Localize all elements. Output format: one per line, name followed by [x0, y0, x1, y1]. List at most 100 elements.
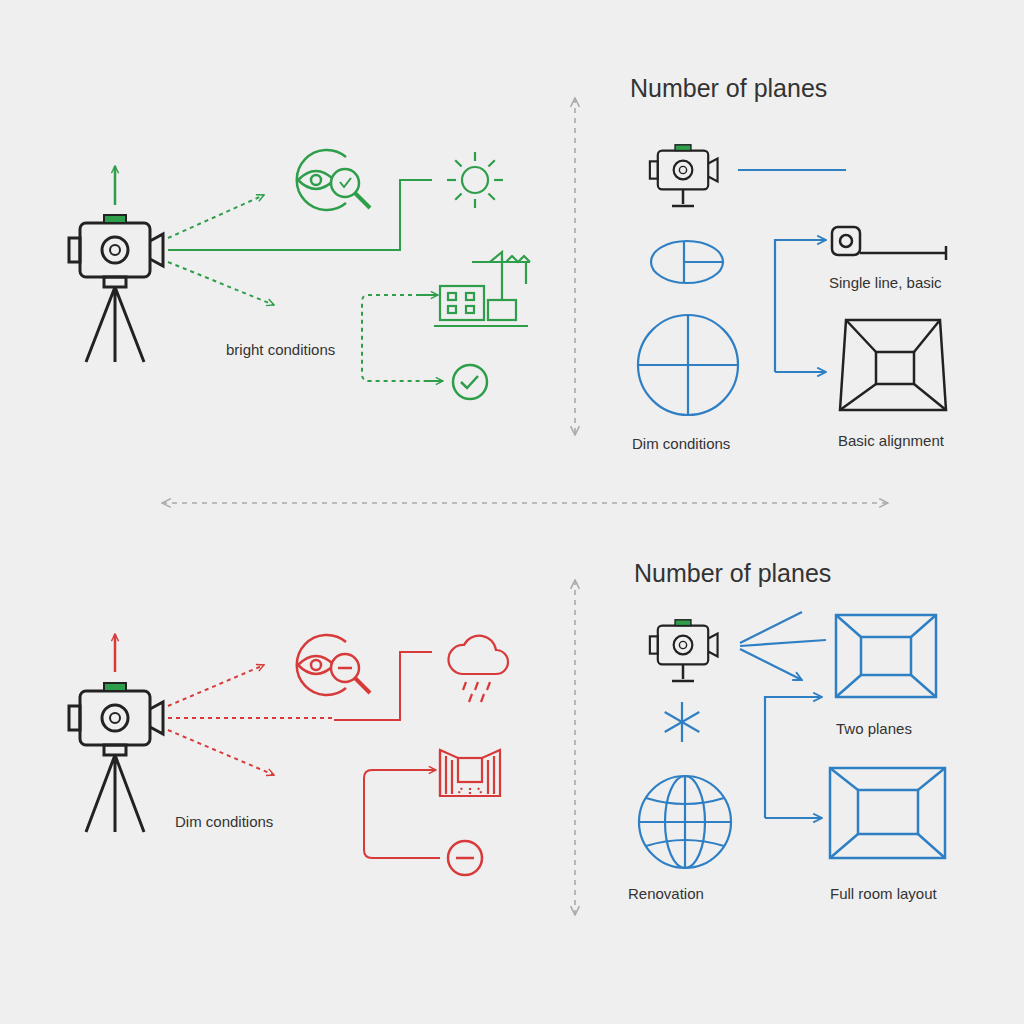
construction-site-icon — [448, 293, 456, 300]
sun-icon — [488, 160, 494, 166]
room-icon — [440, 750, 500, 796]
tape-measure-icon — [840, 235, 852, 247]
tape-measure-icon — [860, 252, 946, 255]
branch-arrow — [775, 240, 826, 372]
fan-beams — [740, 649, 802, 680]
room-icon — [440, 750, 500, 796]
separator — [162, 502, 888, 504]
check-icon — [453, 365, 487, 399]
eye-magnifier-icon — [338, 667, 352, 670]
check-icon — [461, 376, 478, 388]
cross-line-symbol — [638, 315, 738, 415]
item-label: Renovation — [628, 885, 704, 903]
globe-symbol — [639, 776, 731, 868]
construction-site-icon — [434, 325, 528, 327]
laser-level-small — [650, 620, 718, 665]
globe-symbol — [639, 776, 731, 868]
fan-beams — [740, 640, 826, 646]
separator — [574, 98, 576, 435]
construction-site-icon — [488, 300, 516, 320]
rain-cloud-icon — [448, 636, 508, 702]
branch-arrow — [765, 697, 822, 818]
room-frame — [830, 768, 945, 858]
laser-level-small — [672, 190, 694, 206]
two-plane-frame — [836, 615, 936, 697]
globe-symbol — [646, 798, 724, 846]
eye-magnifier-icon — [297, 150, 370, 210]
branch-arrow — [765, 817, 822, 819]
tape-measure-icon — [832, 227, 946, 260]
minus-icon — [448, 841, 482, 875]
up-arrow — [114, 634, 117, 672]
sun-icon — [474, 152, 476, 161]
eye-magnifier-icon — [355, 678, 370, 693]
single-line-symbol — [651, 241, 723, 283]
construction-site-icon — [434, 252, 530, 326]
fan-beams — [740, 612, 826, 680]
eye-magnifier-icon — [340, 178, 351, 187]
construction-site-icon — [466, 293, 474, 300]
camera-tripod — [69, 683, 163, 745]
tape-measure-icon — [832, 227, 860, 255]
camera-tripod — [104, 277, 126, 287]
asterisk-symbol — [665, 712, 700, 732]
beam-lines — [362, 295, 440, 381]
asterisk-symbol — [665, 712, 700, 732]
beam-lines — [168, 717, 334, 719]
laser-level-small — [650, 620, 718, 681]
box-icon — [840, 320, 946, 410]
box-icon — [840, 320, 946, 410]
sun-icon — [447, 152, 503, 208]
sun-icon — [488, 193, 494, 199]
beam-lines — [168, 180, 443, 381]
up-arrow — [114, 634, 117, 672]
two-plane-frame — [861, 637, 911, 675]
eye-magnifier-icon — [331, 169, 359, 197]
item-label: Basic alignment — [838, 432, 944, 450]
construction-site-icon — [466, 306, 474, 313]
sun-icon — [462, 167, 488, 193]
sun-icon — [447, 179, 456, 181]
globe-symbol — [639, 821, 731, 823]
beam-lines — [168, 730, 274, 775]
single-line-beam — [738, 169, 846, 171]
two-plane-frame — [836, 615, 936, 697]
eye-magnifier-icon — [311, 175, 321, 185]
check-icon — [453, 365, 487, 399]
section-heading: Number of planes — [634, 558, 831, 588]
room-icon — [458, 788, 482, 794]
cross-line-symbol — [638, 315, 738, 415]
room-icon — [458, 758, 482, 782]
room-frame — [830, 768, 945, 858]
cross-line-symbol — [638, 364, 738, 366]
beam-lines — [420, 294, 438, 296]
single-line-symbol — [651, 241, 723, 283]
construction-site-icon — [490, 252, 502, 262]
camera-tripod — [86, 287, 144, 362]
laser-level-small — [650, 145, 718, 190]
single-line-beam — [738, 169, 846, 171]
tape-measure-icon — [945, 246, 948, 260]
construction-site-icon — [525, 262, 527, 284]
construction-site-icon — [506, 256, 530, 262]
construction-site-icon — [448, 306, 456, 313]
laser-level-small — [672, 665, 694, 681]
camera-tripod — [86, 755, 144, 832]
branch-arrow — [765, 697, 822, 818]
eye-magnifier-icon — [297, 635, 370, 695]
branch-arrow — [775, 371, 826, 373]
beam-lines — [168, 262, 274, 305]
asterisk-symbol — [665, 702, 700, 742]
section-heading: Number of planes — [630, 73, 827, 103]
minus-icon — [448, 841, 482, 875]
beam-lines — [168, 195, 264, 238]
condition-label: bright conditions — [226, 341, 335, 359]
branch-arrow — [775, 240, 826, 372]
construction-site-icon — [501, 258, 503, 300]
camera-tripod — [104, 745, 126, 755]
sun-icon — [455, 193, 461, 199]
two-plane-frame — [836, 615, 936, 697]
